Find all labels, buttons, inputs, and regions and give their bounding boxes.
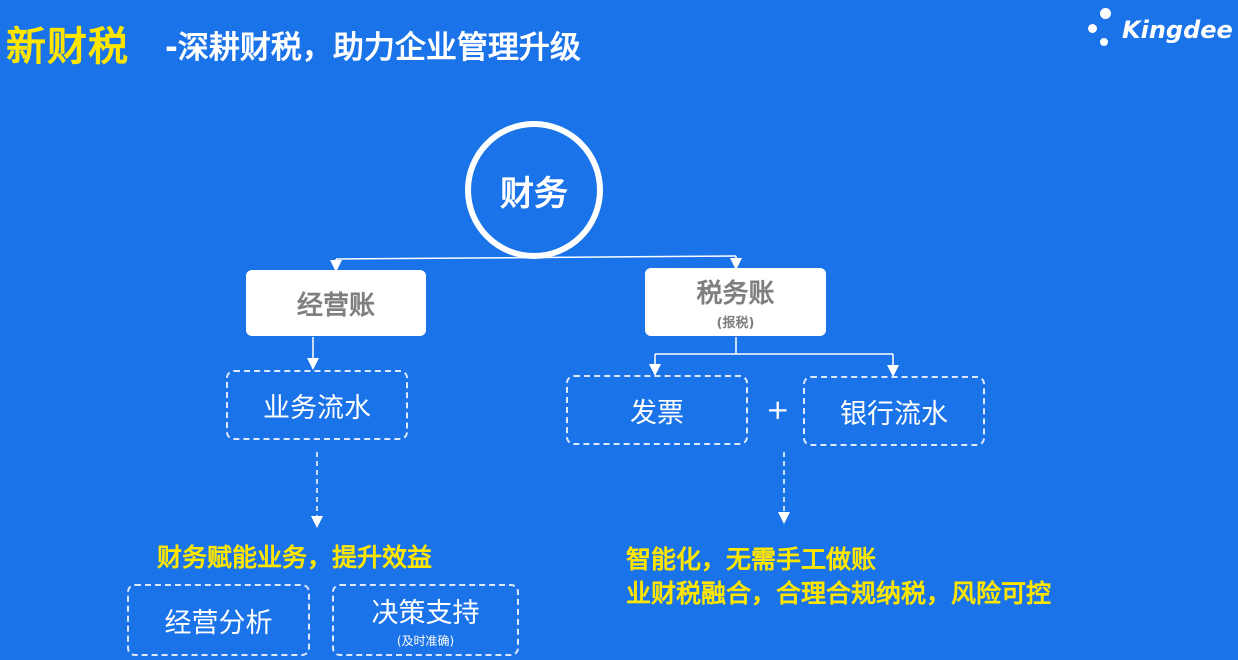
left-benefit-text: 财务赋能业务，提升效益 — [157, 543, 433, 572]
root-node-finance: 财务 — [465, 121, 603, 259]
logo-text: Kingdee — [1122, 16, 1233, 44]
invoice-box: 发票 — [566, 375, 748, 445]
business-analysis-label: 经营分析 — [164, 607, 273, 639]
business-flow-box: 业务流水 — [226, 370, 408, 440]
decision-support-sublabel: (及时准确) — [396, 634, 455, 648]
tax-ledger-label: 税务账 — [696, 279, 775, 309]
operating-ledger-label: 经营账 — [296, 290, 375, 321]
tax-ledger-sublabel: (报税) — [716, 316, 755, 331]
bank-flow-label: 银行流水 — [840, 398, 948, 430]
tax-ledger-box: 税务账 (报税) — [645, 268, 826, 336]
invoice-label: 发票 — [630, 397, 684, 429]
logo-dot — [1088, 24, 1097, 33]
bank-flow-box: 银行流水 — [803, 376, 985, 446]
operating-ledger-box: 经营账 — [246, 270, 426, 336]
right-benefit-line-1: 智能化，无需手工做账 — [626, 545, 877, 574]
plus-sign: + — [766, 393, 790, 426]
logo-dot — [1100, 38, 1108, 46]
title-highlight: 新财税 — [6, 24, 129, 70]
kingdee-dots-icon — [1100, 8, 1111, 19]
title-text: -深耕财税，助力企业管理升级 — [165, 30, 581, 66]
kingdee-logo: Kingdee — [1086, 8, 1233, 52]
right-benefit-line-2: 业财税融合，合理合规纳税，风险可控 — [626, 579, 1052, 608]
business-analysis-box: 经营分析 — [127, 584, 310, 656]
business-flow-label: 业务流水 — [263, 392, 371, 424]
decision-support-label: 决策支持 — [371, 598, 480, 629]
decision-support-box: 决策支持 (及时准确) — [332, 584, 519, 656]
